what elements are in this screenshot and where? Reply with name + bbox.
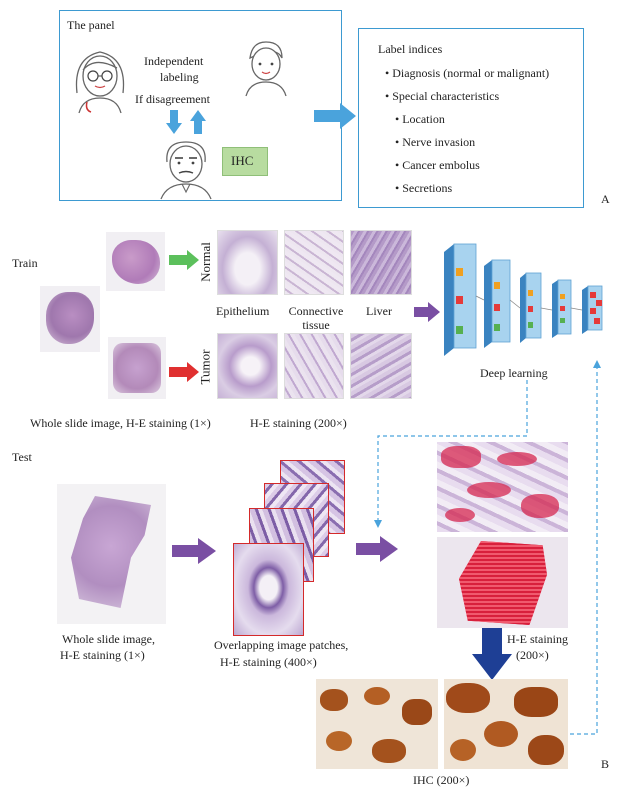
wsi-test-slide [57,484,166,624]
he-result-caption-line2: (200×) [516,648,549,662]
he-result-caption-line1: H-E staining [507,632,568,646]
network-layer [520,272,542,343]
train-label: Train [12,256,38,270]
down-arrow-navy-icon [472,628,512,680]
patches-caption-line1: Overlapping image patches, [214,638,349,652]
network-layer [444,243,477,356]
network-layer [552,279,572,338]
ihc-image-left [316,679,438,769]
epithelium-tile [217,230,278,295]
female-doctor-icon [75,51,125,114]
right-arrow-icon [314,103,356,129]
independent-labeling-line1: Independent [144,54,204,68]
network-output-layer [582,285,603,334]
bullet-item: • Location [395,112,445,126]
neural-network-diagram [444,243,603,356]
green-arrow-icon [169,250,199,270]
liver-tile [350,230,412,295]
purple-arrow-icon [172,538,216,564]
he-result-heatmap-top [437,442,568,532]
tissue-label-epithelium: Epithelium [216,304,270,318]
wsi-thumbnail-normal [106,232,165,291]
bullet-item: • Secretions [395,181,453,195]
label-indices-title: Label indices [378,42,443,56]
wsi-caption-test-line2: H-E staining (1×) [60,648,145,662]
test-label: Test [12,450,32,464]
wsi-caption-train: Whole slide image, H-E staining (1×) [30,416,211,430]
label-indices-box [358,28,584,208]
bullet-item: • Nerve invasion [395,135,476,149]
purple-arrow-icon [356,536,398,562]
ihc-box-label: IHC [231,153,254,168]
he-result-heatmap-bottom [437,537,568,628]
connective-tissue-tile [284,230,344,295]
bullet-item: • Special characteristics [385,89,500,103]
wsi-caption-test-line1: Whole slide image, [62,632,155,646]
if-disagreement-label: If disagreement [135,92,210,106]
senior-doctor-icon [160,141,212,200]
up-arrow-icon [190,110,206,134]
down-arrow-icon [166,110,182,134]
male-doctor-icon [245,41,287,97]
tissue-label-connective: Connective tissue [288,304,344,332]
image-patch [233,543,304,636]
bullet-item: • Diagnosis (normal or malignant) [385,66,550,80]
tumor-tile-2 [284,333,344,399]
network-layer [484,259,511,348]
bullet-item: • Cancer embolus [395,158,480,172]
ihc-box [222,147,268,176]
panel-letter-b: B [601,757,610,771]
deep-learning-label: Deep learning [480,366,548,380]
wsi-thumbnail-mixed [40,286,100,352]
tissue-label-liver: Liver [366,304,392,318]
independent-labeling-line2: labeling [160,70,199,84]
red-arrow-icon [169,362,199,382]
wsi-thumbnail-tumor [108,337,166,399]
patches-caption-line2: H-E staining (400×) [220,655,317,669]
tumor-tile-3 [350,333,412,399]
purple-arrow-icon [414,302,440,322]
panel-box-title: The panel [67,18,115,32]
panel-letter-a: A [601,192,610,206]
he200-caption: H-E staining (200×) [250,416,347,430]
ihc-image-right [444,679,568,769]
tumor-tile-1 [217,333,278,399]
ihc-caption: IHC (200×) [413,773,470,787]
